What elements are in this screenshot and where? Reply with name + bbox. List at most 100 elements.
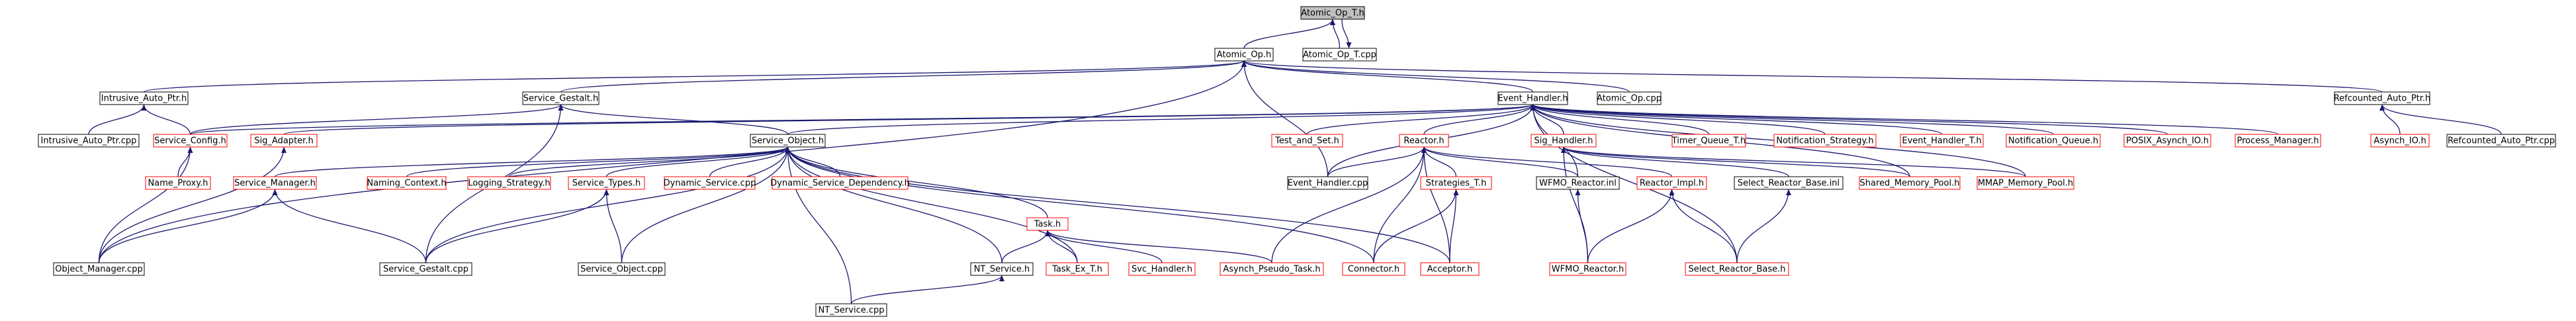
node-wfmo-reactor-h[interactable]: WFMO_Reactor.h: [1549, 262, 1626, 276]
edge-10: [88, 104, 147, 135]
node-label: POSIX_Asynch_IO.h: [2126, 136, 2209, 146]
node-sig-handler-h[interactable]: Sig_Handler.h: [1531, 134, 1597, 148]
node-box: [1300, 6, 1365, 20]
node-atomic-op-t-h[interactable]: Atomic_Op_T.h: [1300, 6, 1365, 20]
node-name-proxy-h[interactable]: Name_Proxy.h: [145, 176, 211, 190]
node-service-gestalt-h[interactable]: Service_Gestalt.h: [522, 91, 600, 105]
node-notification-strategy-h[interactable]: Notification_Strategy.h: [1773, 134, 1877, 148]
edge-37: [274, 146, 791, 177]
edge-6: [1241, 60, 1630, 93]
edge-54: [603, 189, 623, 263]
node-select-reactor-base-inl[interactable]: Select_Reactor_Base.inl: [1734, 176, 1843, 190]
node-box: [1026, 217, 1069, 231]
node-label: NT_Service.cpp: [819, 306, 885, 316]
node-connector-h[interactable]: Connector.h: [1342, 262, 1405, 276]
node-service-gestalt-cpp[interactable]: Service_Gestalt.cpp: [379, 262, 472, 276]
node-event-handler-cpp[interactable]: Event_Handler.cpp: [1287, 176, 1368, 190]
node-label: Atomic_Op_T.cpp: [1303, 50, 1376, 60]
edge-32: [1530, 104, 1738, 263]
node-intrusive-auto-ptr-cpp[interactable]: Intrusive_Auto_Ptr.cpp: [38, 134, 140, 148]
node-asynch-io-h[interactable]: Asynch_IO.h: [2370, 134, 2430, 148]
node-test-and-set-h[interactable]: Test_and_Set.h: [1271, 134, 1343, 148]
node-reactor-h[interactable]: Reactor.h: [1399, 134, 1449, 148]
node-nt-service-cpp[interactable]: NT_Service.cpp: [815, 303, 887, 317]
node-label: Intrusive_Auto_Ptr.cpp: [41, 136, 137, 146]
node-box: [664, 176, 756, 190]
node-nt-service-h[interactable]: NT_Service.h: [970, 262, 1034, 276]
node-label: Refcounted_Auto_Ptr.h: [2334, 94, 2431, 104]
node-box: [1045, 262, 1109, 276]
node-dynamic-service-dependency-h[interactable]: Dynamic_Service_Dependency.h: [770, 176, 910, 190]
edge-9: [1241, 60, 1329, 177]
node-refcounted-auto-ptr-h[interactable]: Refcounted_Auto_Ptr.h: [2334, 91, 2431, 105]
node-box: [53, 262, 145, 276]
node-event-handler-h[interactable]: Event_Handler.h: [1497, 91, 1568, 105]
edge-39: [508, 146, 791, 177]
node-label: WFMO_Reactor.inl: [1539, 179, 1617, 189]
node-label: MMAP_Memory_Pool.h: [1978, 179, 2073, 189]
node-label: Logging_Strategy.h: [468, 179, 550, 189]
edge-0: [1243, 19, 1335, 49]
node-box: [1636, 176, 1707, 190]
node-service-object-cpp[interactable]: Service_Object.cpp: [578, 262, 666, 276]
node-select-reactor-base-h[interactable]: Select_Reactor_Base.h: [1685, 262, 1789, 276]
node-box: [153, 134, 228, 148]
node-box: [522, 91, 600, 105]
edge-38: [406, 146, 791, 177]
node-label: Event_Handler_T.h: [1902, 136, 1981, 146]
edge-75: [1045, 230, 1272, 263]
node-box: [2235, 134, 2321, 148]
node-intrusive-auto-ptr-h[interactable]: Intrusive_Auto_Ptr.h: [99, 91, 189, 105]
node-box: [1536, 176, 1620, 190]
node-label: Process_Manager.h: [2237, 136, 2319, 146]
node-label: Service_Object.h: [752, 136, 824, 146]
node-label: Sig_Adapter.h: [254, 136, 313, 146]
node-reactor-impl-h[interactable]: Reactor_Impl.h: [1636, 176, 1707, 190]
node-label: Shared_Memory_Pool.h: [1860, 179, 1960, 189]
node-box: [1531, 134, 1597, 148]
node-box: [1214, 48, 1274, 62]
node-naming-context-h[interactable]: Naming_Context.h: [367, 176, 447, 190]
edge-63: [1449, 189, 1459, 263]
edge-62: [1373, 189, 1459, 263]
node-label: Task_Ex_T.h: [1051, 265, 1102, 275]
node-logging-strategy-h[interactable]: Logging_Strategy.h: [467, 176, 551, 190]
node-box: [467, 176, 551, 190]
node-box: [2446, 134, 2556, 148]
node-service-object-h[interactable]: Service_Object.h: [750, 134, 826, 148]
node-dynamic-service-cpp[interactable]: Dynamic_Service.cpp: [664, 176, 756, 190]
node-svc-handler-h[interactable]: Svc_Handler.h: [1128, 262, 1196, 276]
edge-68: [1561, 146, 1589, 263]
edge-61: [1421, 146, 1673, 177]
node-timer-queue-t-h[interactable]: Timer_Queue_T.h: [1671, 134, 1746, 148]
node-task-ex-t-h[interactable]: Task_Ex_T.h: [1045, 262, 1109, 276]
edge-40: [605, 146, 791, 177]
node-mmap-memory-pool-h[interactable]: MMAP_Memory_Pool.h: [1976, 176, 2074, 190]
node-box: [1287, 176, 1368, 190]
node-posix-asynch-io-h[interactable]: POSIX_Asynch_IO.h: [2123, 134, 2211, 148]
node-atomic-op-t-cpp[interactable]: Atomic_Op_T.cpp: [1302, 48, 1377, 62]
node-notification-queue-h[interactable]: Notification_Queue.h: [2006, 134, 2101, 148]
node-atomic-op-h[interactable]: Atomic_Op.h: [1214, 48, 1274, 62]
node-asynch-pseudo-task-h[interactable]: Asynch_Pseudo_Task.h: [1220, 262, 1324, 276]
node-service-config-h[interactable]: Service_Config.h: [153, 134, 228, 148]
edge-7: [1241, 60, 2383, 93]
node-sig-adapter-h[interactable]: Sig_Adapter.h: [250, 134, 318, 148]
node-acceptor-h[interactable]: Acceptor.h: [1420, 262, 1480, 276]
node-label: Atomic_Op_T.h: [1301, 9, 1364, 19]
edge-76: [850, 275, 1004, 304]
node-service-types-h[interactable]: Service_Types.h: [568, 176, 645, 190]
node-atomic-op-cpp[interactable]: Atomic_Op.cpp: [1597, 91, 1662, 105]
node-wfmo-reactor-inl[interactable]: WFMO_Reactor.inl: [1536, 176, 1620, 190]
edge-72: [1001, 230, 1050, 263]
node-task-h[interactable]: Task.h: [1026, 217, 1069, 231]
node-shared-memory-pool-h[interactable]: Shared_Memory_Pool.h: [1859, 176, 1961, 190]
node-event-handler-t-h[interactable]: Event_Handler_T.h: [1900, 134, 1984, 148]
node-object-manager-cpp[interactable]: Object_Manager.cpp: [53, 262, 145, 276]
node-strategies-t-h[interactable]: Strategies_T.h: [1420, 176, 1492, 190]
edge-3: [143, 60, 1247, 93]
node-box: [1685, 262, 1789, 276]
node-process-manager-h[interactable]: Process_Manager.h: [2235, 134, 2321, 148]
node-refcounted-auto-ptr-cpp[interactable]: Refcounted_Auto_Ptr.cpp: [2446, 134, 2556, 148]
node-service-manager-h[interactable]: Service_Manager.h: [233, 176, 317, 190]
